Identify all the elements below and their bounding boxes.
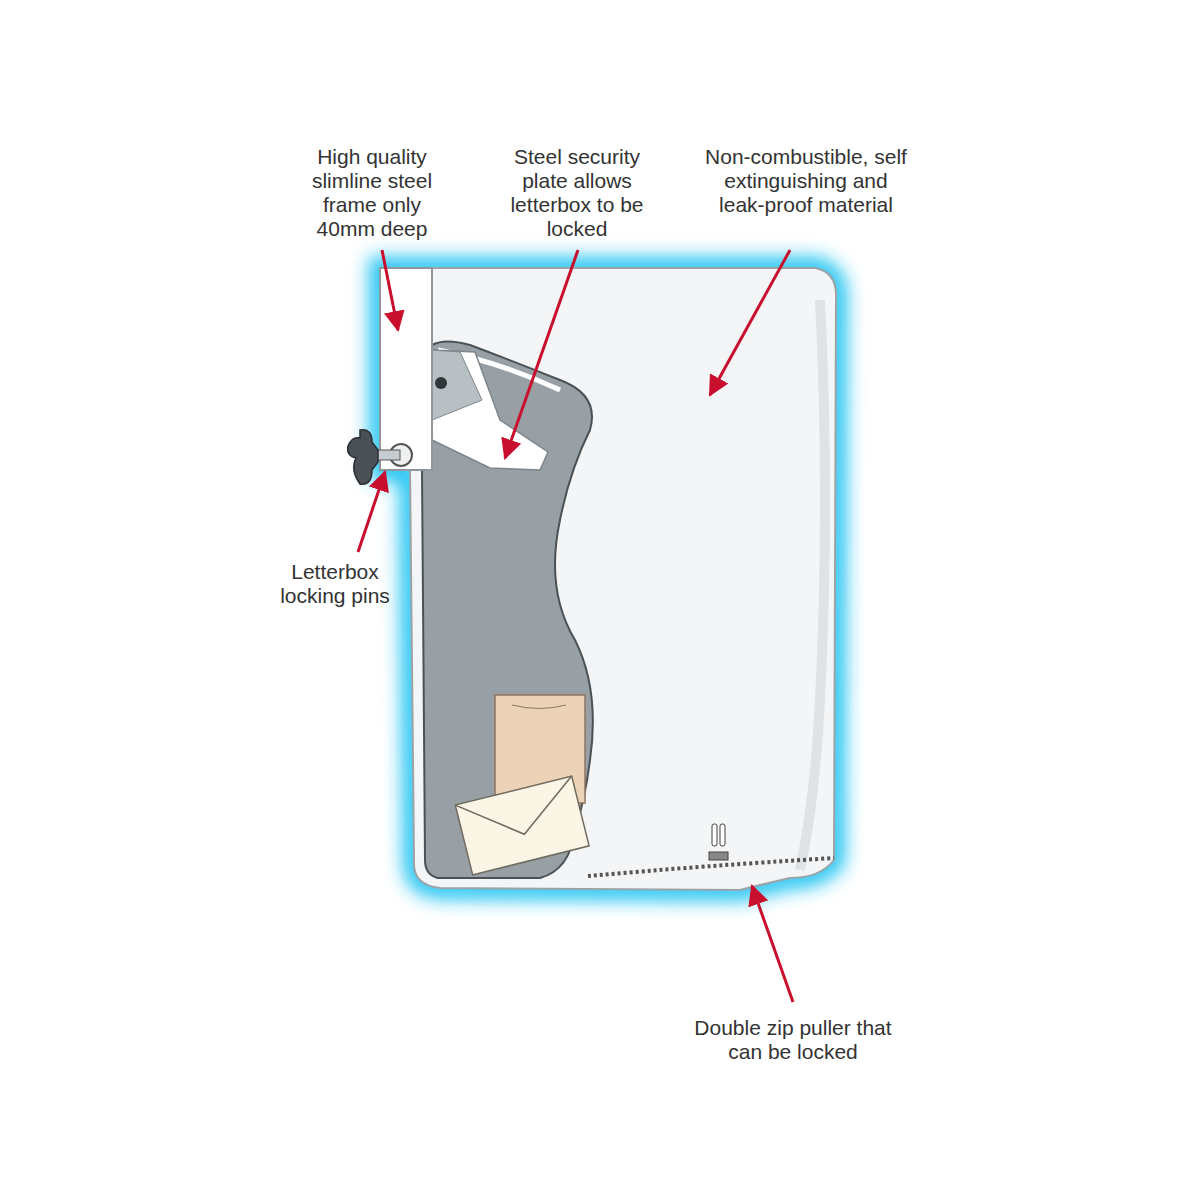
callout-label: High quality slimline steel frame only 4… bbox=[297, 145, 447, 241]
zipper bbox=[588, 858, 834, 876]
callout-label: Letterbox locking pins bbox=[279, 560, 391, 608]
bag-shading bbox=[800, 300, 825, 870]
plate-shade bbox=[432, 350, 482, 420]
callout-label: Non-combustible, self extinguishing and … bbox=[704, 145, 909, 217]
zip-puller bbox=[712, 824, 717, 846]
steel-frame bbox=[380, 268, 432, 470]
blue-glow bbox=[380, 268, 836, 890]
bag-body bbox=[410, 268, 836, 890]
security-plate bbox=[432, 350, 548, 470]
zip-puller bbox=[720, 824, 725, 846]
zip-slider bbox=[709, 852, 728, 860]
callout-label: Steel security plate allows letterbox to… bbox=[505, 145, 650, 241]
white-envelope bbox=[455, 776, 589, 875]
envelope-flap bbox=[512, 705, 566, 709]
callout-label: Double zip puller that can be locked bbox=[693, 1016, 893, 1064]
plate-hole bbox=[435, 377, 447, 389]
knob bbox=[348, 430, 378, 484]
leader-arrows bbox=[358, 250, 793, 1002]
cutaway-interior bbox=[422, 342, 593, 879]
